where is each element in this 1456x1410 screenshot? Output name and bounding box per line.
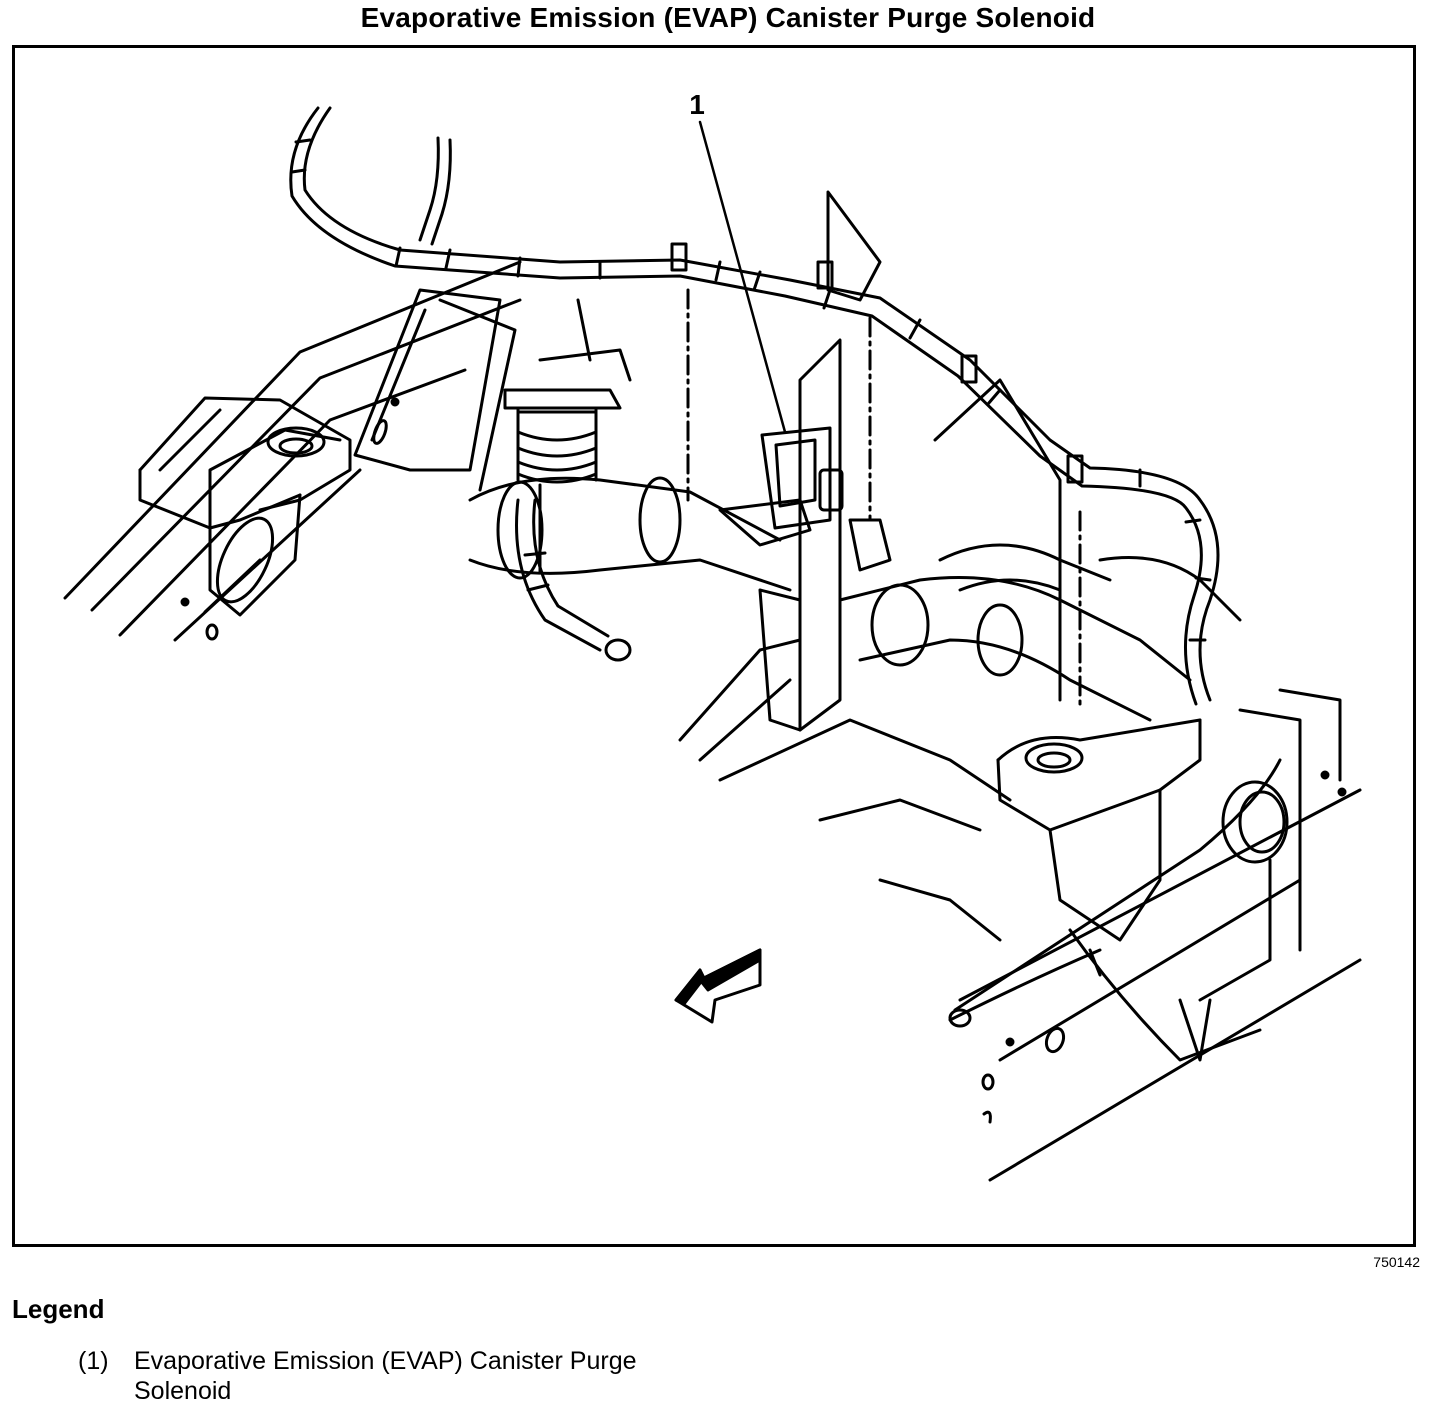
forward-arrow-icon [674, 948, 762, 1024]
left-frame-rail [63, 260, 522, 642]
left-body-mount [138, 396, 352, 617]
purge-hose [515, 498, 632, 662]
illustration-frame [12, 45, 1416, 1247]
wiring-harness [289, 106, 1220, 706]
legend-item-number: (1) [78, 1347, 109, 1375]
rail-bracket [353, 288, 517, 492]
fuel-tank-strap [948, 758, 1282, 1062]
crossmember-tube [468, 476, 792, 592]
harness-clips [670, 242, 1084, 712]
callout-label: 1 [689, 89, 705, 120]
figure-id: 750142 [1373, 1254, 1420, 1270]
right-frame-rail [678, 638, 1362, 1182]
coil-spring [503, 298, 632, 484]
legend-item-text: Evaporative Emission (EVAP) Canister Pur… [134, 1347, 637, 1405]
right-body-mount [996, 718, 1289, 942]
evap-illustration: 1 [63, 89, 1362, 1182]
legend-heading: Legend [12, 1294, 105, 1324]
diagram-title: Evaporative Emission (EVAP) Canister Pur… [360, 2, 1096, 33]
purge-solenoid [718, 426, 892, 572]
right-crossmember [838, 543, 1242, 722]
callout-leader-line [698, 120, 787, 434]
